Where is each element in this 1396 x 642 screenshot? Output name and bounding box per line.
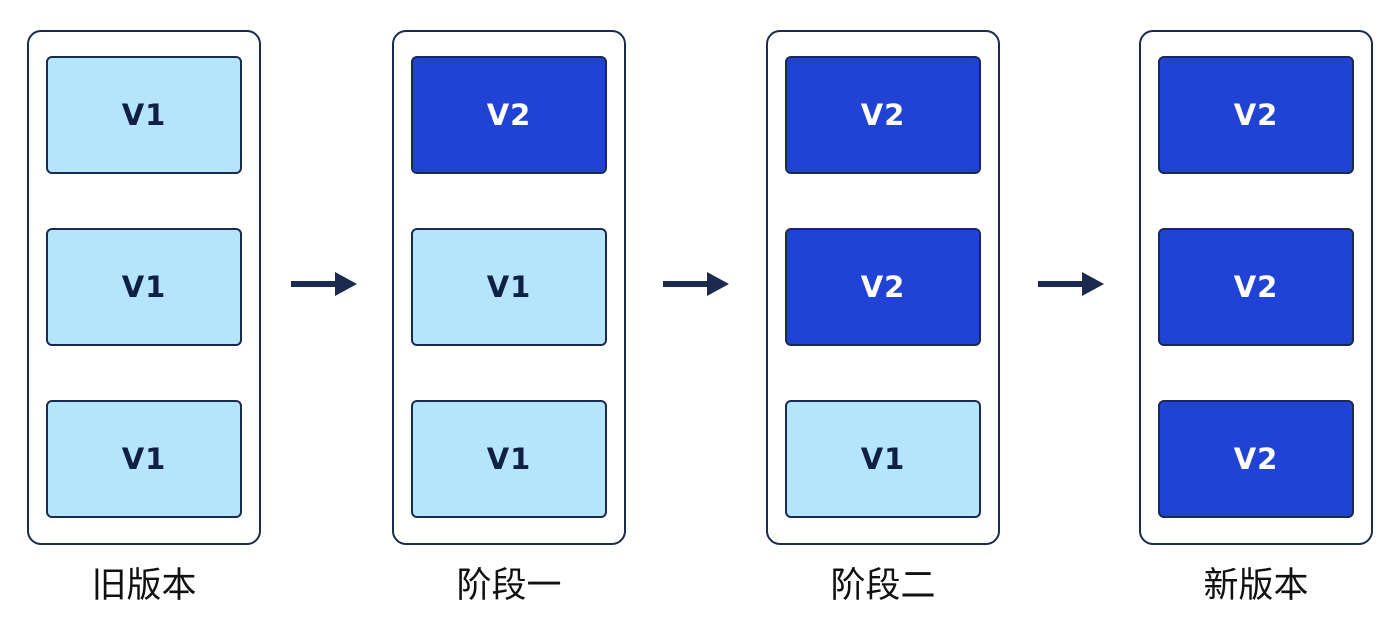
instance-box: V2 bbox=[1158, 56, 1354, 174]
instance-box: V2 bbox=[785, 228, 981, 346]
instance-box: V1 bbox=[411, 228, 607, 346]
instance-box: V2 bbox=[411, 56, 607, 174]
arrow-right-icon bbox=[291, 269, 357, 299]
arrow-right-icon bbox=[1038, 269, 1104, 299]
arrow-right-icon bbox=[663, 269, 729, 299]
instance-box: V1 bbox=[46, 228, 242, 346]
stage-label-phase-two: 阶段二 bbox=[830, 566, 936, 606]
stage-container-old-version: V1 V1 V1 bbox=[27, 30, 261, 545]
instance-box: V1 bbox=[46, 400, 242, 518]
stage-label-new-version: 新版本 bbox=[1203, 566, 1309, 606]
instance-box: V1 bbox=[785, 400, 981, 518]
instance-box: V2 bbox=[785, 56, 981, 174]
stage-container-phase-two: V2 V2 V1 bbox=[766, 30, 1000, 545]
instance-box: V1 bbox=[46, 56, 242, 174]
stage-container-phase-one: V2 V1 V1 bbox=[392, 30, 626, 545]
instance-box: V2 bbox=[1158, 228, 1354, 346]
stage-container-new-version: V2 V2 V2 bbox=[1139, 30, 1373, 545]
stage-label-old-version: 旧版本 bbox=[91, 566, 197, 606]
stage-label-phase-one: 阶段一 bbox=[456, 566, 562, 606]
instance-box: V1 bbox=[411, 400, 607, 518]
instance-box: V2 bbox=[1158, 400, 1354, 518]
